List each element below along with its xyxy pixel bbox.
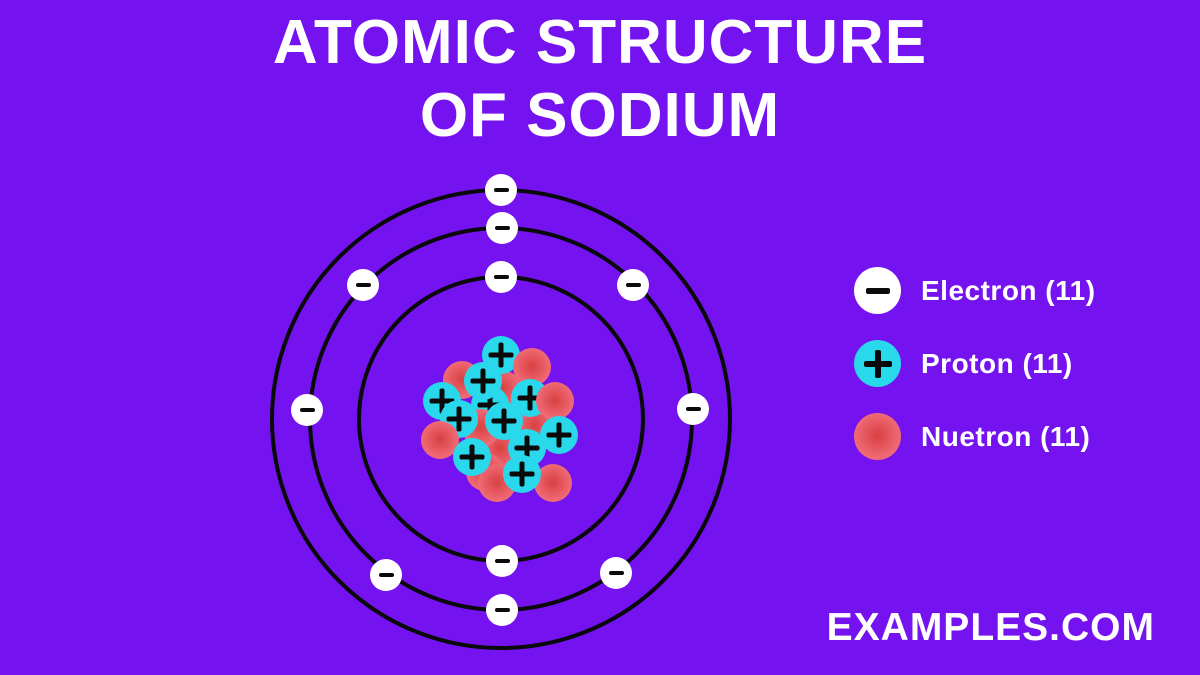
legend-label-nuetron: Nuetron (11) [921,420,1091,452]
proton [464,362,502,400]
plus-icon [464,362,502,400]
electron [486,594,518,626]
minus-icon [494,558,510,564]
electron [486,212,518,244]
proton [453,438,491,476]
electron [347,269,379,301]
proton [540,416,578,454]
plus-icon-vertical-bar [527,385,533,411]
proton [503,455,541,493]
neutron [421,421,459,459]
neutron [536,382,574,420]
minus-icon [355,282,371,288]
plus-icon-vertical-bar [469,444,475,470]
plus-icon-vertical-bar [480,368,486,394]
plus-icon-vertical-bar [498,342,504,368]
electron [370,559,402,591]
plus-icon [511,379,549,417]
electron [600,557,632,589]
plus-icon [485,402,523,440]
minus-icon [625,282,641,288]
plus-icon [471,386,509,424]
plus-icon-vertical-bar [501,408,507,434]
electron [486,545,518,577]
electron [291,394,323,426]
plus-icon [503,455,541,493]
plus-icon-vertical-bar [487,392,493,418]
electron [617,269,649,301]
legend: Electron (11) Proton (11) Nuetron (11) [854,267,1096,460]
plus-icon-vertical-bar [874,349,881,378]
legend-swatch-nuetron [854,413,901,460]
minus-icon [299,407,315,413]
plus-icon [440,400,478,438]
plus-icon-vertical-bar [524,435,530,461]
title-line-1: ATOMIC STRUCTURE [272,8,928,77]
legend-swatch-electron [854,267,901,314]
electron [485,174,517,206]
minus-icon [685,406,701,412]
title-line-2: OF SODIUM [419,81,781,150]
minus-icon [494,607,510,613]
electron [677,393,709,425]
plus-icon-vertical-bar [456,406,462,432]
plus-icon [854,340,901,387]
plus-icon [508,429,546,467]
minus-icon [608,570,624,576]
legend-label-proton: Proton (11) [921,347,1073,379]
legend-row-electron: Electron (11) [854,267,1096,314]
legend-row-nuetron: Nuetron (11) [854,413,1096,460]
minus-icon [494,225,510,231]
minus-icon [378,572,394,578]
branding-text: EXAMPLES.COM [826,606,1155,649]
plus-icon-vertical-bar [556,422,562,448]
plus-icon-vertical-bar [519,461,525,487]
minus-icon [493,274,509,280]
minus-icon [865,287,890,294]
plus-icon [453,438,491,476]
minus-icon [493,187,509,193]
legend-row-proton: Proton (11) [854,340,1096,387]
plus-icon [423,382,461,420]
legend-label-electron: Electron (11) [921,274,1096,306]
plus-icon [482,336,520,374]
electron [485,261,517,293]
plus-icon-vertical-bar [439,388,445,414]
legend-swatch-proton [854,340,901,387]
plus-icon [540,416,578,454]
